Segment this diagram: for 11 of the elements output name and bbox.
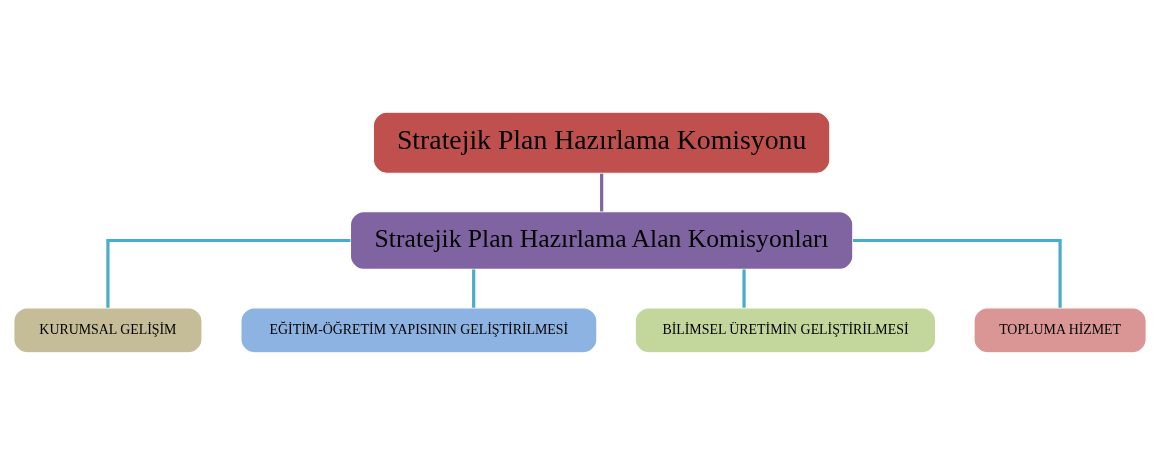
connector: [600, 173, 604, 212]
node-box: EĞİTİM-ÖĞRETİM YAPISININ GELİŞTİRİLMESİ: [240, 307, 598, 354]
node-box: KURUMSAL GELİŞİM: [13, 307, 203, 354]
connector: [853, 238, 1062, 308]
node-box: Stratejik Plan Hazırlama Komisyonu: [372, 111, 831, 174]
connector: [742, 269, 746, 308]
node-box: Stratejik Plan Hazırlama Alan Komisyonları: [349, 211, 854, 270]
node-box: TOPLUMA HİZMET: [973, 307, 1147, 354]
node-box: BİLİMSEL ÜRETİMİN GELİŞTİRİLMESİ: [634, 307, 937, 354]
connector: [472, 269, 476, 308]
connector: [106, 238, 351, 308]
